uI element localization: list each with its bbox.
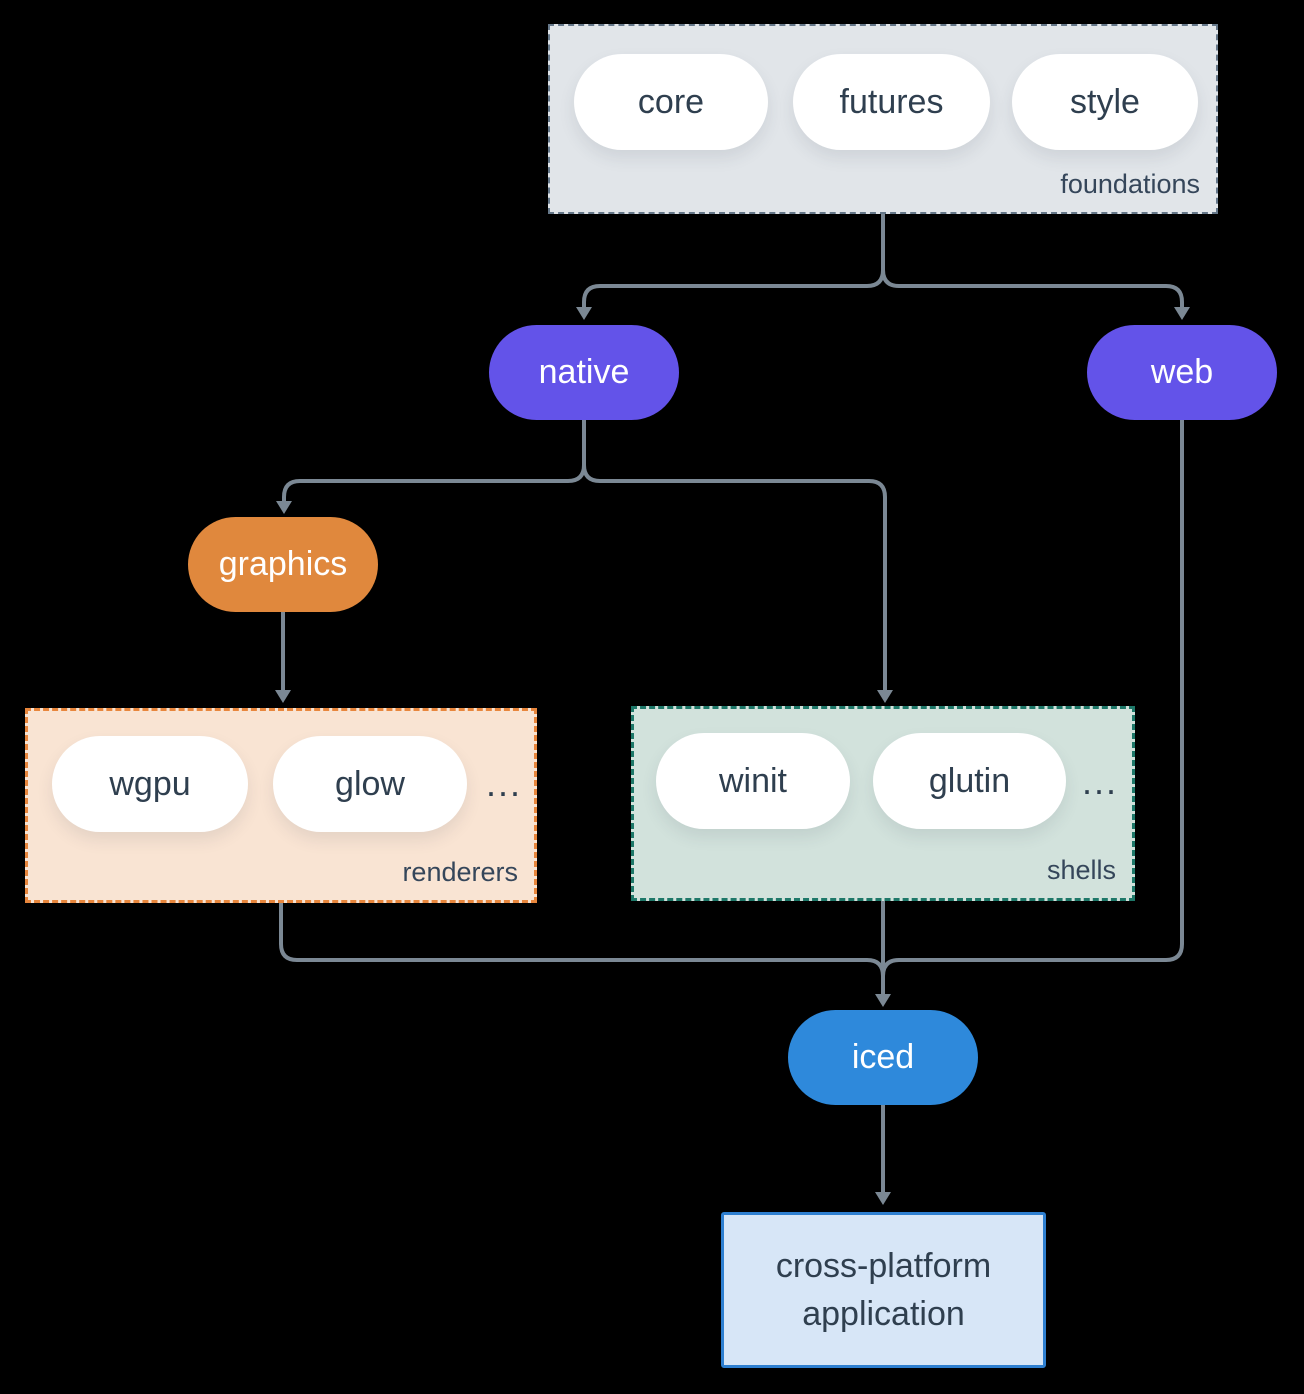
group-foundations: core futures style foundations	[548, 24, 1218, 214]
connector-native-to-shells	[582, 420, 887, 690]
connector-native-to-graphics	[282, 420, 586, 501]
application-label: cross-platform application	[775, 1247, 992, 1333]
group-label-foundations: foundations	[1060, 169, 1200, 199]
arrowhead-shells	[877, 690, 893, 703]
arrowhead-web	[1174, 307, 1190, 320]
node-cross-platform-application: cross-platform application	[721, 1212, 1046, 1368]
arrowhead-iced	[875, 994, 891, 1007]
arrowhead-application	[875, 1192, 891, 1205]
arrowhead-renderers	[275, 690, 291, 703]
pill-winit: winit	[656, 733, 850, 829]
connector-foundations-to-web	[881, 213, 1184, 307]
pill-glutin: glutin	[873, 733, 1066, 829]
pill-style: style	[1012, 54, 1198, 150]
group-shells: winit glutin ... shells	[631, 706, 1135, 901]
shells-ellipsis: ...	[1082, 761, 1119, 802]
pill-core: core	[574, 54, 768, 150]
arrowhead-native	[576, 307, 592, 320]
pill-glow: glow	[273, 736, 467, 832]
node-iced: iced	[788, 1010, 978, 1105]
arrowhead-graphics	[276, 501, 292, 514]
node-native: native	[489, 325, 679, 420]
renderers-ellipsis: ...	[486, 763, 523, 804]
node-graphics: graphics	[188, 517, 378, 612]
group-label-renderers: renderers	[402, 857, 518, 887]
group-label-shells: shells	[1046, 855, 1116, 885]
connector-renderers-to-iced	[279, 903, 885, 994]
node-web: web	[1087, 325, 1277, 420]
group-renderers: wgpu glow ... renderers	[25, 708, 537, 903]
connector-foundations-to-native	[582, 213, 885, 307]
pill-wgpu: wgpu	[52, 736, 248, 832]
pill-futures: futures	[793, 54, 990, 150]
